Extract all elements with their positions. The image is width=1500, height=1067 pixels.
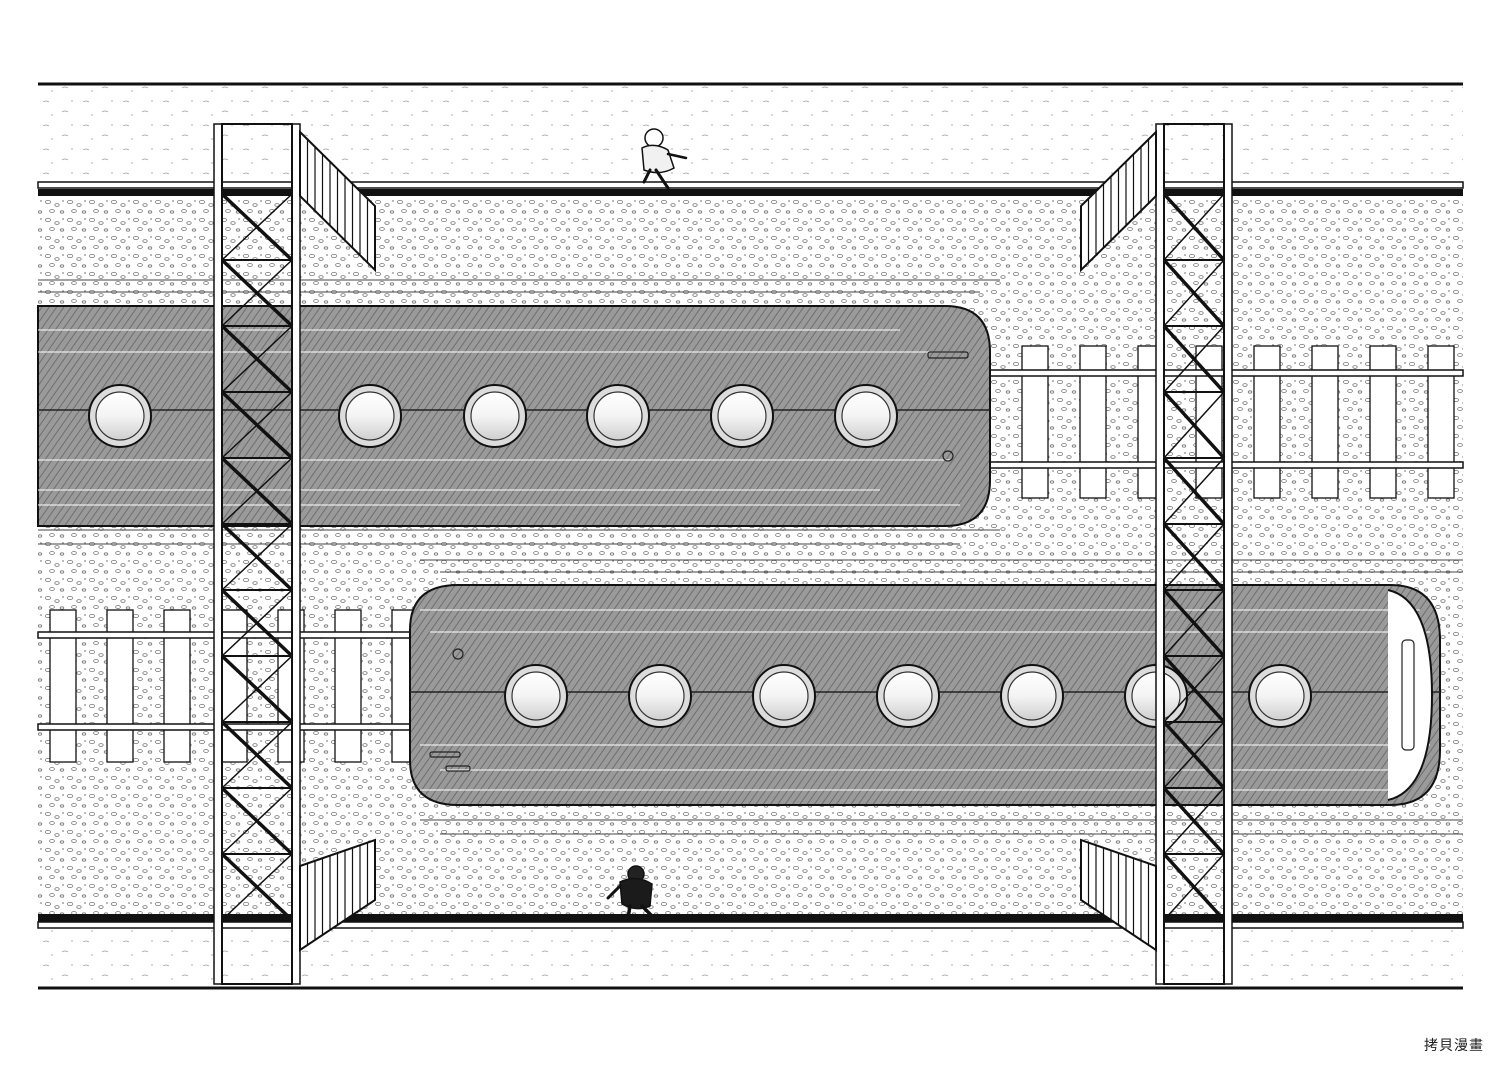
sleeper [1311,345,1339,499]
top-platform-edge [37,181,1464,189]
sleeper [1021,345,1049,499]
left-gantry [213,123,376,985]
sleeper [1253,345,1281,499]
lower-train [409,584,1441,806]
watermark-text: 拷貝漫畫 [1424,1038,1484,1054]
sleeper [1369,345,1397,499]
right-gantry [1080,123,1233,985]
top-platform [38,86,1463,182]
sleeper [1079,345,1107,499]
gravel-bed [38,196,1463,916]
upper-train [37,305,991,527]
sleeper [1427,345,1455,499]
speed-lines-lower [420,559,1463,835]
figure-bottom [606,865,658,922]
bottom-platform-edge [38,914,1463,922]
figure-top [641,128,688,190]
bottom-platform [38,926,1463,986]
speed-lines-upper [38,279,1000,545]
